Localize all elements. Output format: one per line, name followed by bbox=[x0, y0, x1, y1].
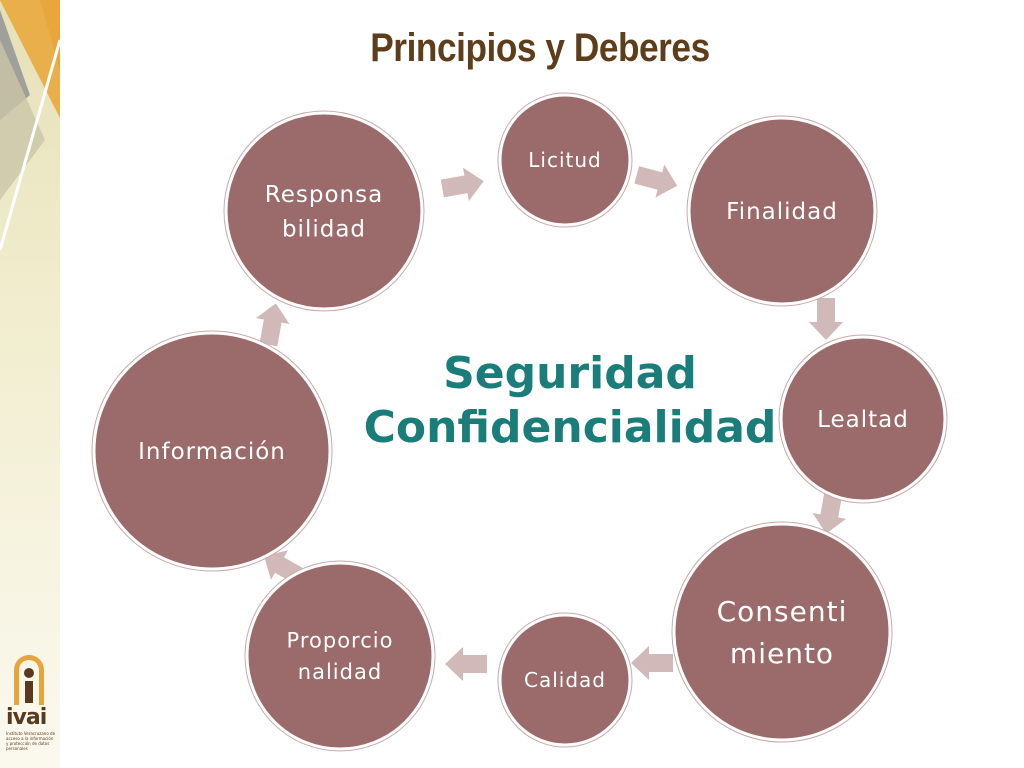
node-circle-responsabilidad bbox=[224, 111, 424, 311]
node-circle-informacion bbox=[92, 331, 332, 571]
page-title: Principios y Deberes bbox=[370, 26, 710, 70]
node-proporcionalidad: Proporcio nalidad bbox=[244, 560, 436, 752]
node-licitud: Licitud bbox=[497, 92, 633, 228]
center-text-confidencialidad: Confidencialidad bbox=[364, 402, 777, 453]
node-calidad: Calidad bbox=[497, 612, 633, 748]
arrow-icon-6 bbox=[445, 647, 487, 681]
arrow-icon-8 bbox=[255, 303, 290, 347]
logo-i-stem bbox=[25, 681, 33, 703]
node-ring-lealtad bbox=[778, 334, 948, 504]
node-circle-lealtad bbox=[779, 335, 947, 503]
node-ring-licitud bbox=[497, 92, 633, 228]
logo-word: ivai bbox=[6, 705, 47, 730]
node-ring-consentimiento bbox=[671, 521, 893, 743]
node-label-informacion-1: Información bbox=[138, 439, 286, 465]
node-responsabilidad: Responsa bilidad bbox=[223, 110, 425, 312]
ivai-logo: ivai Instituto Veracruzano de acceso a l… bbox=[4, 655, 58, 751]
node-circle-licitud bbox=[498, 93, 632, 227]
node-circle-finalidad bbox=[687, 116, 877, 306]
node-informacion: Información bbox=[91, 330, 333, 572]
node-label-proporcionalidad-1: Proporcio bbox=[287, 629, 394, 653]
node-ring-informacion bbox=[91, 330, 333, 572]
node-finalidad: Finalidad bbox=[686, 115, 878, 307]
arrow-icon-1 bbox=[440, 167, 484, 202]
node-label-proporcionalidad-2: nalidad bbox=[298, 660, 382, 684]
sidebar-decoration: ivai Instituto Veracruzano de acceso a l… bbox=[0, 0, 60, 768]
arrow-icon-3 bbox=[809, 298, 843, 340]
arrow-icon-2 bbox=[634, 164, 678, 198]
logo-tagline: Instituto Veracruzano de acceso a la inf… bbox=[6, 731, 56, 751]
node-label-lealtad-1: Lealtad bbox=[817, 407, 909, 433]
node-ring-responsabilidad bbox=[223, 110, 425, 312]
arrow-icon-4 bbox=[812, 490, 847, 534]
node-lealtad: Lealtad bbox=[778, 334, 948, 504]
node-label-responsabilidad-1: Responsa bbox=[265, 182, 383, 208]
node-label-calidad-1: Calidad bbox=[524, 668, 606, 692]
node-label-licitud-1: Licitud bbox=[528, 148, 601, 172]
node-label-finalidad-1: Finalidad bbox=[726, 199, 838, 225]
node-ring-proporcionalidad bbox=[244, 560, 436, 752]
arrow-icon-5 bbox=[631, 646, 673, 680]
node-consentimiento: Consenti miento bbox=[671, 521, 893, 743]
sidebar-shapes bbox=[0, 0, 60, 251]
center-text-seguridad: Seguridad bbox=[443, 348, 697, 399]
node-ring-finalidad bbox=[686, 115, 878, 307]
logo-arch bbox=[14, 655, 44, 705]
node-ring-calidad bbox=[497, 612, 633, 748]
node-label-consentimiento-2: miento bbox=[730, 637, 834, 670]
node-label-responsabilidad-2: bilidad bbox=[282, 216, 366, 242]
arrows-layer bbox=[255, 164, 847, 681]
logo-i-dot bbox=[24, 668, 34, 678]
node-circle-calidad bbox=[498, 613, 632, 747]
node-circle-proporcionalidad bbox=[245, 561, 435, 751]
node-label-consentimiento-1: Consenti bbox=[717, 595, 848, 628]
node-circle-consentimiento bbox=[672, 522, 892, 742]
